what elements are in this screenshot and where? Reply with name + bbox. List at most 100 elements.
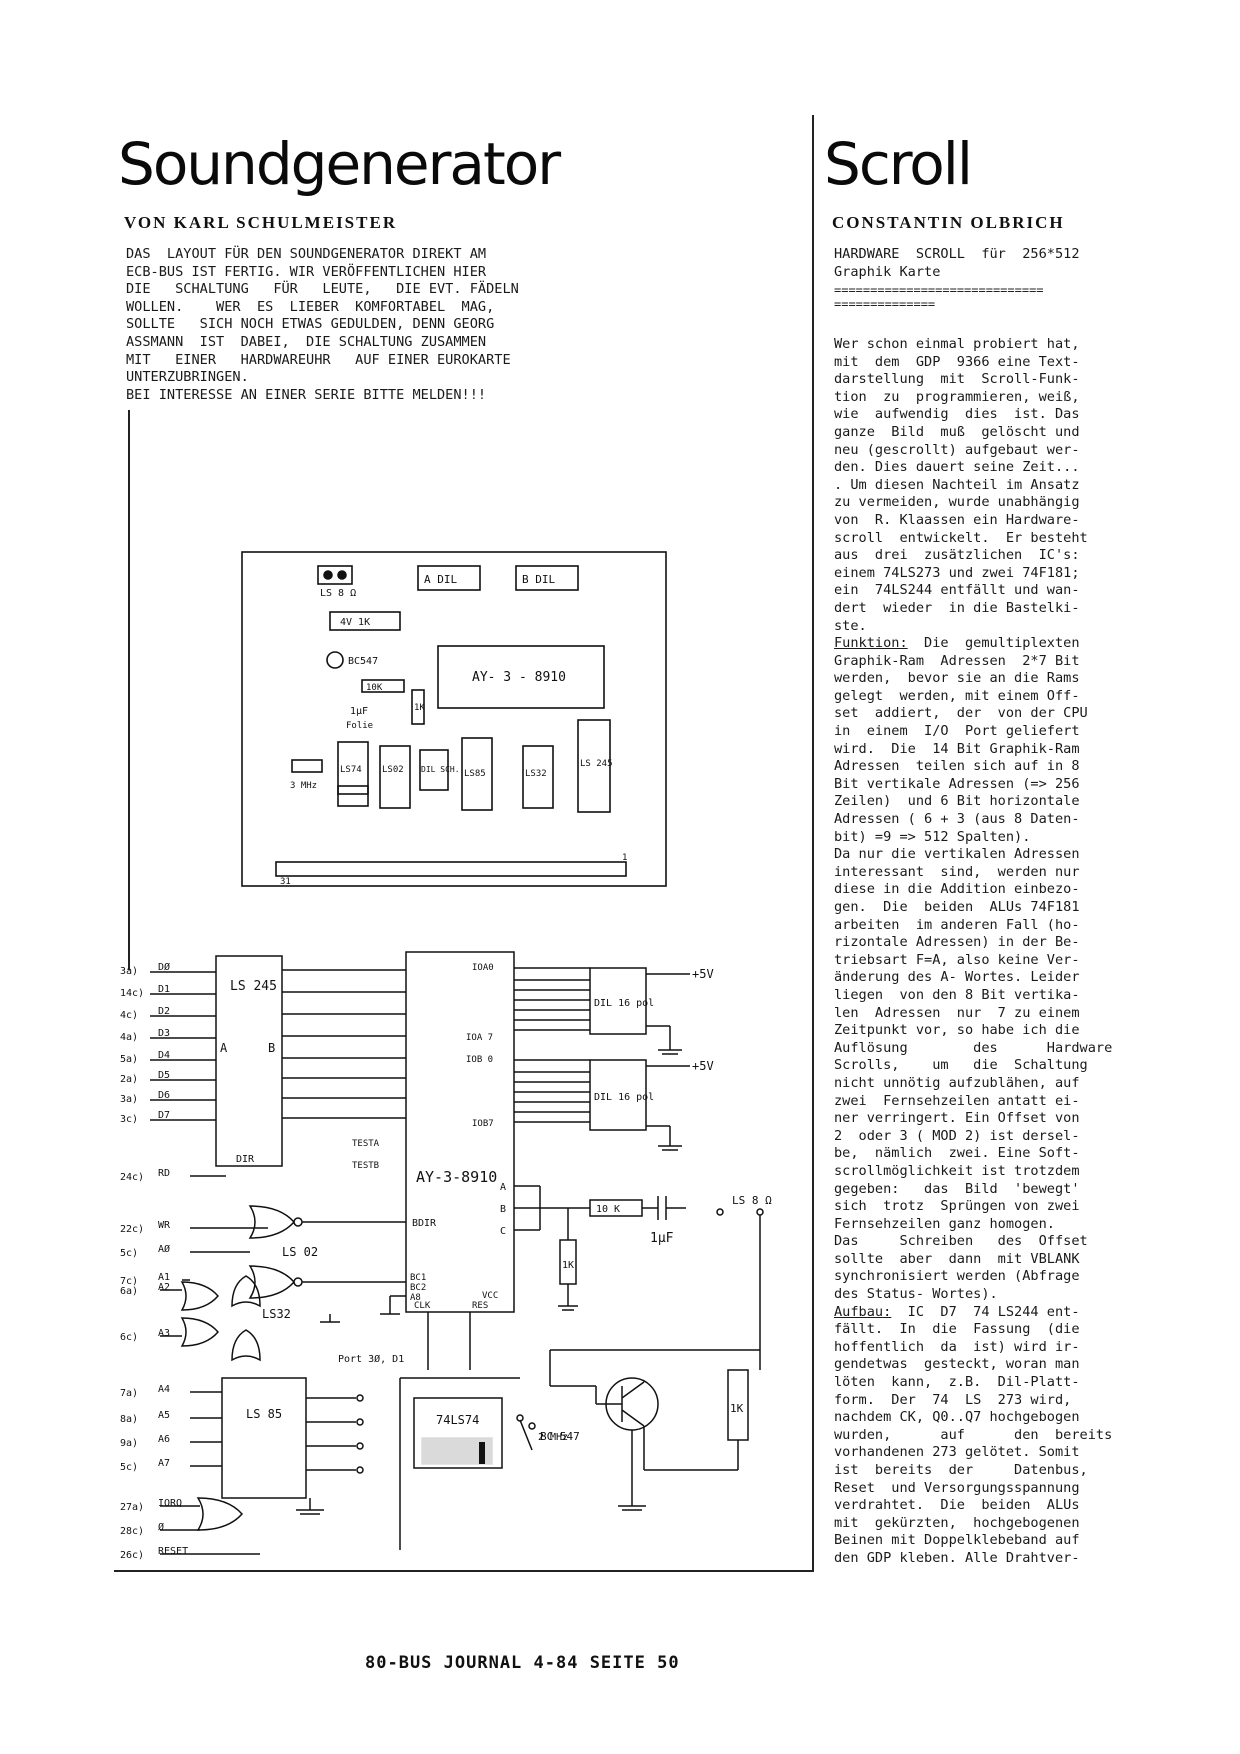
right-body-line: ste.	[834, 617, 867, 634]
right-body-line: vorhandenen 273 gelötet. Somit	[834, 1444, 1080, 1461]
right-body-line: scrollmöglichkeit ist trotzdem	[834, 1162, 1080, 1179]
left-intro: DAS LAYOUT FÜR DEN SOUNDGENERATOR DIREKT…	[126, 246, 519, 404]
sch-ay-a: A	[500, 1182, 506, 1193]
pcb-ls8: LS 8 Ω	[320, 588, 356, 599]
pcb-cap: 1µF	[350, 706, 368, 717]
bus-signal-name: D4	[158, 1050, 170, 1061]
right-body-line: gendetwas gesteckt, woran man	[834, 1356, 1080, 1373]
right-body-line: Beinen mit Doppelklebeband auf	[834, 1532, 1080, 1549]
sch-5v-1: +5V	[692, 967, 714, 981]
right-body-line: set addiert, der von der CPU	[834, 705, 1088, 722]
bus-pin-number: 5a)	[120, 1054, 138, 1065]
sch-ls32: LS32	[262, 1307, 291, 1321]
sch-a: A	[220, 1041, 228, 1055]
pcb-r4k7: 4V 1K	[340, 617, 370, 628]
pcb-ic-ls74: LS74	[340, 765, 362, 775]
right-body-line: verdrahtet. Die beiden ALUs	[834, 1497, 1080, 1514]
sch-dil2: DIL 16 pol	[594, 1092, 654, 1103]
right-body-line: ner verringert. Ein Offset von	[834, 1110, 1080, 1127]
bus-signal-name: A2	[158, 1282, 170, 1293]
pcb-ic-ls245: LS 245	[580, 759, 613, 769]
right-body-line: Scrolls, um die Schaltung	[834, 1057, 1088, 1074]
bus-signal-name: IORQ	[158, 1498, 182, 1509]
right-body-line: sollte aber dann mit VBLANK	[834, 1250, 1080, 1267]
pcb-layout-diagram: LS 8 Ω A DIL B DIL 4V 1K BC547 1µF Folie…	[241, 551, 667, 887]
pcb-b-dil: B DIL	[522, 573, 555, 586]
right-body-line: einem 74LS273 und zwei 74F181;	[834, 564, 1080, 581]
left-title: Soundgenerator	[118, 130, 561, 198]
left-intro-line: SOLLTE SICH NOCH ETWAS GEDULDEN, DENN GE…	[126, 316, 495, 333]
sch-bdir: BDIR	[412, 1218, 437, 1229]
left-intro-line: WOLLEN. WER ES LIEBER KOMFORTABEL MAG,	[126, 298, 495, 315]
sch-port: Port 3Ø, D1	[338, 1353, 404, 1365]
left-byline: VON KARL SCHULMEISTER	[124, 213, 398, 232]
pcb-xtal: 3 MHz	[290, 781, 317, 791]
bus-signal-name: A5	[158, 1410, 170, 1421]
sch-ls8: LS 8 Ω	[732, 1194, 772, 1207]
sch-r1k: 1K	[562, 1260, 574, 1271]
right-body-line: liegen von den 8 Bit vertika-	[834, 986, 1080, 1003]
bus-signal-name: A6	[158, 1434, 170, 1445]
right-body-line: darstellung mit Scroll-Funk-	[834, 371, 1080, 388]
right-body-line: rizontale Adressen) in der Be-	[834, 934, 1080, 951]
right-body-line: des Status- Wortes).	[834, 1286, 998, 1303]
bus-pin-number: 3a)	[120, 966, 138, 977]
right-body-line: wird. Die 14 Bit Graphik-Ram	[834, 740, 1080, 757]
bus-signal-name: D2	[158, 1006, 170, 1017]
right-body-line: mit gekürzten, hochgebogenen	[834, 1514, 1080, 1531]
right-body-line: synchronisiert werden (Abfrage	[834, 1268, 1080, 1285]
right-body-line: Reset und Versorgungsspannung	[834, 1479, 1080, 1496]
left-bottom-rule	[114, 1570, 814, 1572]
bus-signal-name: DØ	[158, 961, 170, 973]
bus-signal-name: A4	[158, 1384, 170, 1395]
right-rule-2: ==============	[834, 297, 936, 311]
right-rule-1: =============================	[834, 283, 1044, 297]
right-body-line: Bit vertikale Adressen (=> 256	[834, 775, 1080, 792]
bus-signal-name: RESET	[158, 1546, 188, 1557]
right-body-line: be, nämlich zwei. Eine Soft-	[834, 1145, 1080, 1162]
circuit-schematic: LS 245 A B DIR AY-3-8910 BDIR TESTA TEST…	[120, 951, 772, 1560]
right-body-line: Zeitpunkt vor, so habe ich die	[834, 1022, 1080, 1039]
sch-ls245: LS 245	[230, 979, 277, 994]
right-body-line: nicht unnötig aufzublähen, auf	[834, 1074, 1080, 1091]
bus-pin-number: 9a)	[120, 1438, 138, 1449]
right-body-line: löten kann, z.B. Dil-Platt-	[834, 1374, 1080, 1391]
bus-pin-number: 8a)	[120, 1414, 138, 1425]
right-body-line: . Um diesen Nachteil im Ansatz	[834, 476, 1080, 493]
bus-signal-name: AØ	[158, 1243, 170, 1255]
right-body-line: ein 74LS244 entfällt und wan-	[834, 582, 1080, 599]
right-body-line: 2 oder 3 ( MOD 2) ist dersel-	[834, 1127, 1080, 1144]
bus-signal-name: WR	[158, 1220, 171, 1231]
sch-bc547: BC 547	[540, 1430, 580, 1443]
bus-pin-number: 26c)	[120, 1550, 144, 1560]
sch-iob0: IOB 0	[466, 1055, 493, 1065]
right-body-line: Funktion: Die gemultiplexten	[834, 635, 1080, 652]
left-intro-line: DIE SCHALTUNG FÜR LEUTE, DIE EVT. FÄDELN	[126, 281, 519, 298]
bus-signal-name: Ø	[158, 1521, 164, 1533]
bus-pin-number: 5c)	[120, 1248, 138, 1259]
right-body-line: ist bereits der Datenbus,	[834, 1462, 1088, 1478]
right-body-line: dert wieder in die Bastelki-	[834, 599, 1080, 616]
sch-dir: DIR	[236, 1154, 255, 1165]
bus-pin-number: 3c)	[120, 1114, 138, 1125]
right-body-line: gegeben: das Bild 'bewegt'	[834, 1180, 1080, 1197]
sch-res: RES	[472, 1301, 488, 1311]
right-subtitle-2: Graphik Karte	[834, 264, 941, 280]
right-body-line: Adressen teilen sich auf in 8	[834, 758, 1080, 775]
right-body-line: den. Dies dauert seine Zeit...	[834, 459, 1080, 476]
left-frame-line	[128, 410, 130, 970]
right-body-line: fällt. In die Fassung (die	[834, 1321, 1080, 1338]
right-body-line: nachdem CK, Q0..Q7 hochgebogen	[834, 1409, 1080, 1426]
pcb-folie: Folie	[346, 721, 373, 731]
bus-signal-name: D6	[158, 1090, 170, 1101]
pcb-pin-31: 31	[280, 877, 291, 887]
right-body-line: arbeiten im anderen Fall (ho-	[834, 916, 1080, 933]
right-body-line: interessant sind, werden nur	[834, 863, 1080, 880]
pcb-ic-ls32: LS32	[525, 769, 547, 779]
right-byline: CONSTANTIN OLBRICH	[832, 213, 1065, 232]
right-body-line: Aufbau: IC D7 74 LS244 ent-	[834, 1303, 1080, 1320]
bus-pin-number: 27a)	[120, 1502, 144, 1513]
pcb-r10k: 10K	[366, 683, 383, 693]
right-body-line: Graphik-Ram Adressen 2*7 Bit	[834, 652, 1080, 669]
right-body-line: wie aufwendig dies ist. Das	[834, 406, 1080, 423]
